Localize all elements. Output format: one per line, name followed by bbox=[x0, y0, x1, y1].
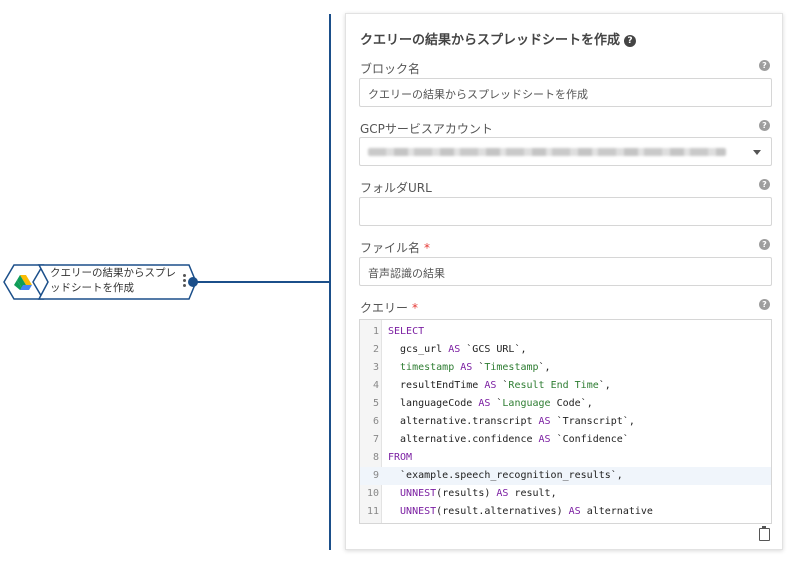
query-help-icon[interactable]: ? bbox=[759, 299, 770, 310]
code-line[interactable]: 5 languageCode AS `Language Code`, bbox=[360, 395, 771, 413]
code-line[interactable]: 8 FROM bbox=[360, 449, 771, 467]
required-mark: * bbox=[412, 301, 419, 315]
line-number: 11 bbox=[366, 506, 379, 517]
line-number: 2 bbox=[372, 344, 379, 355]
line-number: 8 bbox=[372, 452, 379, 463]
file-name-label-text: ファイル名 bbox=[360, 241, 421, 255]
chevron-down-icon[interactable] bbox=[753, 150, 761, 155]
file-name-input[interactable]: 音声認識の結果 bbox=[359, 257, 772, 286]
code-text: timestamp AS `Timestamp`, bbox=[388, 362, 551, 373]
code-line[interactable]: 11 UNNEST(result.alternatives) AS altern… bbox=[360, 503, 771, 521]
file-name-help-icon[interactable]: ? bbox=[759, 239, 770, 250]
block-properties-panel: クエリーの結果からスプレッドシートを作成? ブロック名 ? クエリーの結果からス… bbox=[345, 13, 783, 550]
code-text: UNNEST(result.alternatives) AS alternati… bbox=[388, 506, 653, 517]
gcp-account-help-icon[interactable]: ? bbox=[759, 120, 770, 131]
code-text: alternative.transcript AS `Transcript`, bbox=[388, 416, 635, 427]
line-number: 3 bbox=[372, 362, 379, 373]
panel-title: クエリーの結果からスプレッドシートを作成? bbox=[360, 29, 637, 48]
node-shape bbox=[3, 264, 197, 300]
flow-connector-horizontal bbox=[196, 281, 330, 283]
code-text: languageCode AS `Language Code`, bbox=[388, 398, 593, 409]
file-name-label: ファイル名* bbox=[360, 239, 430, 256]
gcp-account-select[interactable] bbox=[359, 137, 772, 166]
code-line[interactable]: 7 alternative.confidence AS `Confidence` bbox=[360, 431, 771, 449]
block-name-help-icon[interactable]: ? bbox=[759, 60, 770, 71]
code-line[interactable]: 2 gcs_url AS `GCS URL`, bbox=[360, 341, 771, 359]
code-text: FROM bbox=[388, 452, 413, 463]
folder-url-help-icon[interactable]: ? bbox=[759, 179, 770, 190]
line-number: 7 bbox=[372, 434, 379, 445]
block-name-input[interactable]: クエリーの結果からスプレッドシートを作成 bbox=[359, 78, 772, 107]
line-number: 1 bbox=[372, 326, 379, 337]
code-text: resultEndTime AS `Result End Time`, bbox=[388, 380, 611, 391]
code-text: SELECT bbox=[388, 326, 425, 337]
line-number: 4 bbox=[372, 380, 379, 391]
code-line[interactable]: 9 `example.speech_recognition_results`, bbox=[360, 467, 771, 485]
code-line[interactable]: 4 resultEndTime AS `Result End Time`, bbox=[360, 377, 771, 395]
flow-connector-vertical bbox=[329, 14, 331, 550]
node-drag-handle[interactable] bbox=[183, 274, 187, 288]
clipboard-icon[interactable] bbox=[759, 526, 770, 541]
query-label: クエリー* bbox=[360, 299, 418, 316]
panel-title-text: クエリーの結果からスプレッドシートを作成 bbox=[360, 33, 621, 48]
help-icon[interactable]: ? bbox=[624, 35, 637, 47]
line-number: 6 bbox=[372, 416, 379, 427]
code-text: UNNEST(results) AS result, bbox=[388, 488, 557, 499]
gcp-account-value-redacted bbox=[368, 148, 726, 156]
folder-url-label: フォルダURL bbox=[360, 181, 432, 195]
google-drive-icon bbox=[14, 275, 32, 290]
required-mark: * bbox=[424, 241, 431, 255]
query-label-text: クエリー bbox=[360, 301, 409, 315]
code-text: `example.speech_recognition_results`, bbox=[388, 470, 623, 481]
folder-url-input[interactable] bbox=[359, 197, 772, 226]
line-number: 10 bbox=[366, 488, 379, 499]
code-line[interactable]: 3 timestamp AS `Timestamp`, bbox=[360, 359, 771, 377]
code-text: gcs_url AS `GCS URL`, bbox=[388, 344, 527, 355]
line-number: 5 bbox=[372, 398, 379, 409]
gcp-account-label: GCPサービスアカウント bbox=[360, 122, 493, 136]
line-number: 9 bbox=[372, 470, 379, 481]
node-label: クエリーの結果からスプレッドシートを作成 bbox=[50, 267, 176, 294]
code-line[interactable]: 6 alternative.transcript AS `Transcript`… bbox=[360, 413, 771, 431]
block-name-label: ブロック名 bbox=[360, 62, 421, 76]
code-line[interactable]: 1 SELECT bbox=[360, 323, 771, 341]
connector-dot[interactable] bbox=[188, 277, 198, 287]
flow-block-node[interactable]: クエリーの結果からスプレッドシートを作成 bbox=[3, 263, 201, 301]
code-line[interactable]: 10 UNNEST(results) AS result, bbox=[360, 485, 771, 503]
code-text: alternative.confidence AS `Confidence` bbox=[388, 434, 629, 445]
